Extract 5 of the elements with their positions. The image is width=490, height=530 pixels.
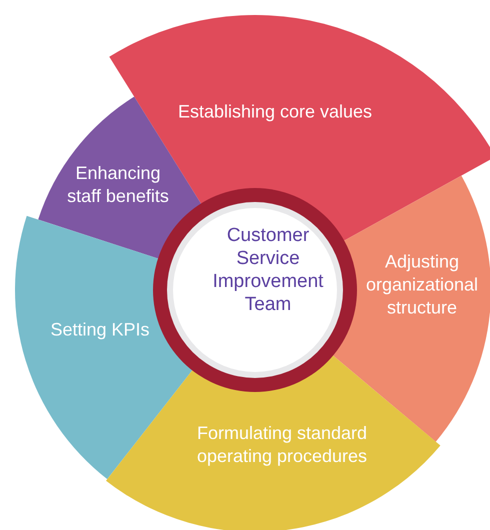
segment-label: Setting KPIs xyxy=(35,318,165,342)
segment-label: Enhancing staff benefits xyxy=(57,162,179,208)
segment-label: Formulating standard operating procedures xyxy=(162,422,402,468)
segment-label: Establishing core values xyxy=(175,100,375,124)
segment-label: Adjusting organizational structure xyxy=(357,250,487,320)
